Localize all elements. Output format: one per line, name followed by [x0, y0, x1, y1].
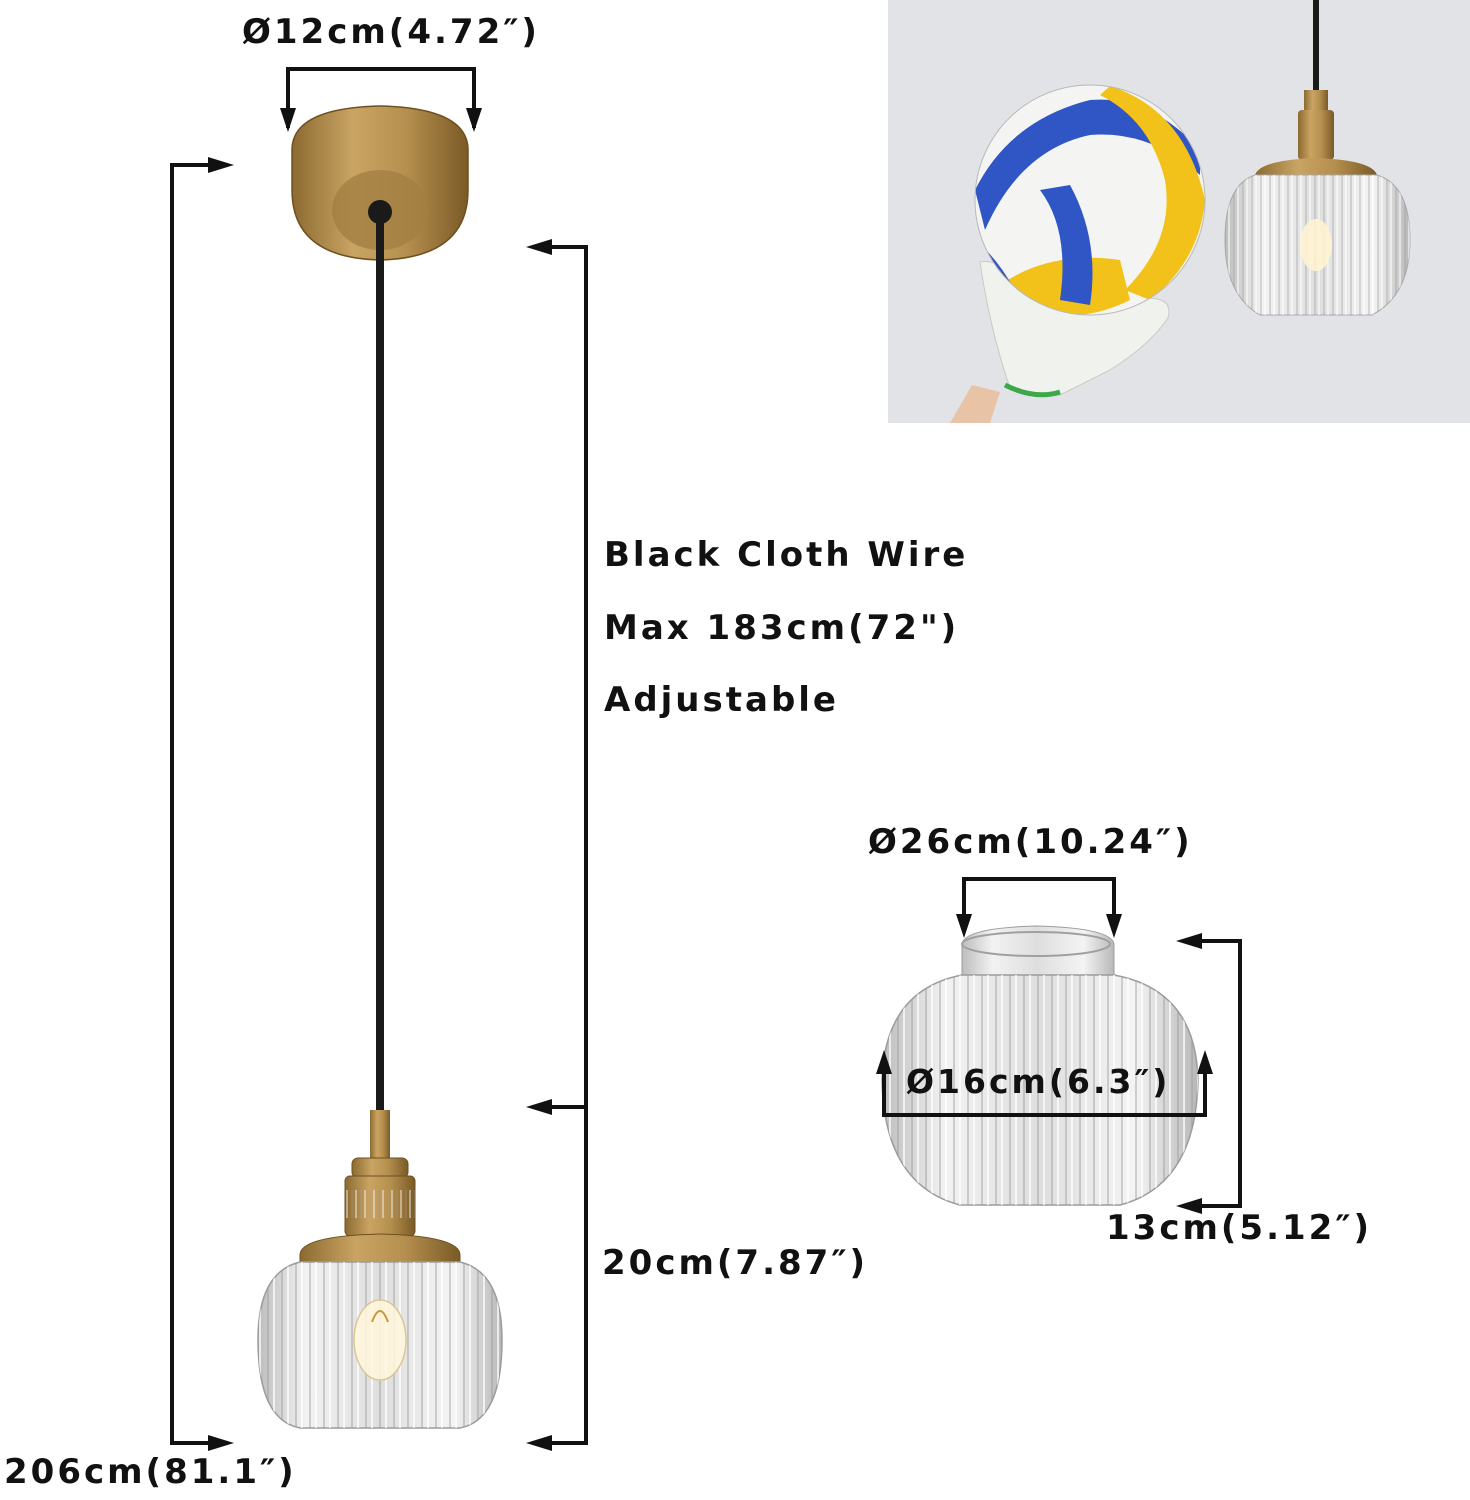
total-height-label: 206cm(81.1″)	[4, 1452, 297, 1492]
wire-description-line2: Max 183cm(72")	[604, 608, 960, 648]
wire-description-line3: Adjustable	[604, 680, 839, 720]
lamp-height-label: 20cm(7.87″)	[602, 1243, 869, 1283]
wire-description-line1: Black Cloth Wire	[604, 535, 969, 575]
shade-top-diameter-label: Ø26cm(10.24″)	[868, 822, 1193, 862]
shade-height-bracket	[1176, 933, 1242, 1214]
shade-neck	[961, 925, 1115, 976]
photo-shade-holder	[1255, 158, 1377, 175]
photo-socket-cap	[1304, 90, 1328, 112]
canopy-width-bracket	[280, 67, 482, 132]
volleyball-icon	[975, 85, 1205, 315]
socket-cap	[351, 1157, 409, 1179]
shade-top-bracket	[956, 877, 1122, 938]
photo-bulb-icon	[1300, 219, 1332, 271]
photo-wire	[1313, 0, 1319, 92]
shade-opening-bracket	[876, 1050, 1213, 1117]
canopy-diameter-label: Ø12cm(4.72″)	[242, 12, 540, 52]
pendant-lamp	[257, 105, 503, 1429]
size-comparison-photo	[888, 0, 1470, 423]
wire-length-bracket	[526, 239, 588, 1451]
shade-holder	[299, 1233, 461, 1263]
socket-stem	[370, 1110, 390, 1160]
detached-glass-shade	[881, 925, 1199, 1206]
arm	[950, 385, 1000, 423]
black-cloth-wire	[376, 212, 384, 1112]
total-height-bracket	[170, 157, 234, 1451]
socket-knurl	[345, 1190, 415, 1218]
shade-opening-diameter-label: Ø16cm(6.3″)	[906, 1062, 1171, 1101]
bulb-icon	[353, 1299, 407, 1381]
shade-height-label: 13cm(5.12″)	[1106, 1208, 1373, 1248]
photo-socket	[1298, 110, 1334, 160]
